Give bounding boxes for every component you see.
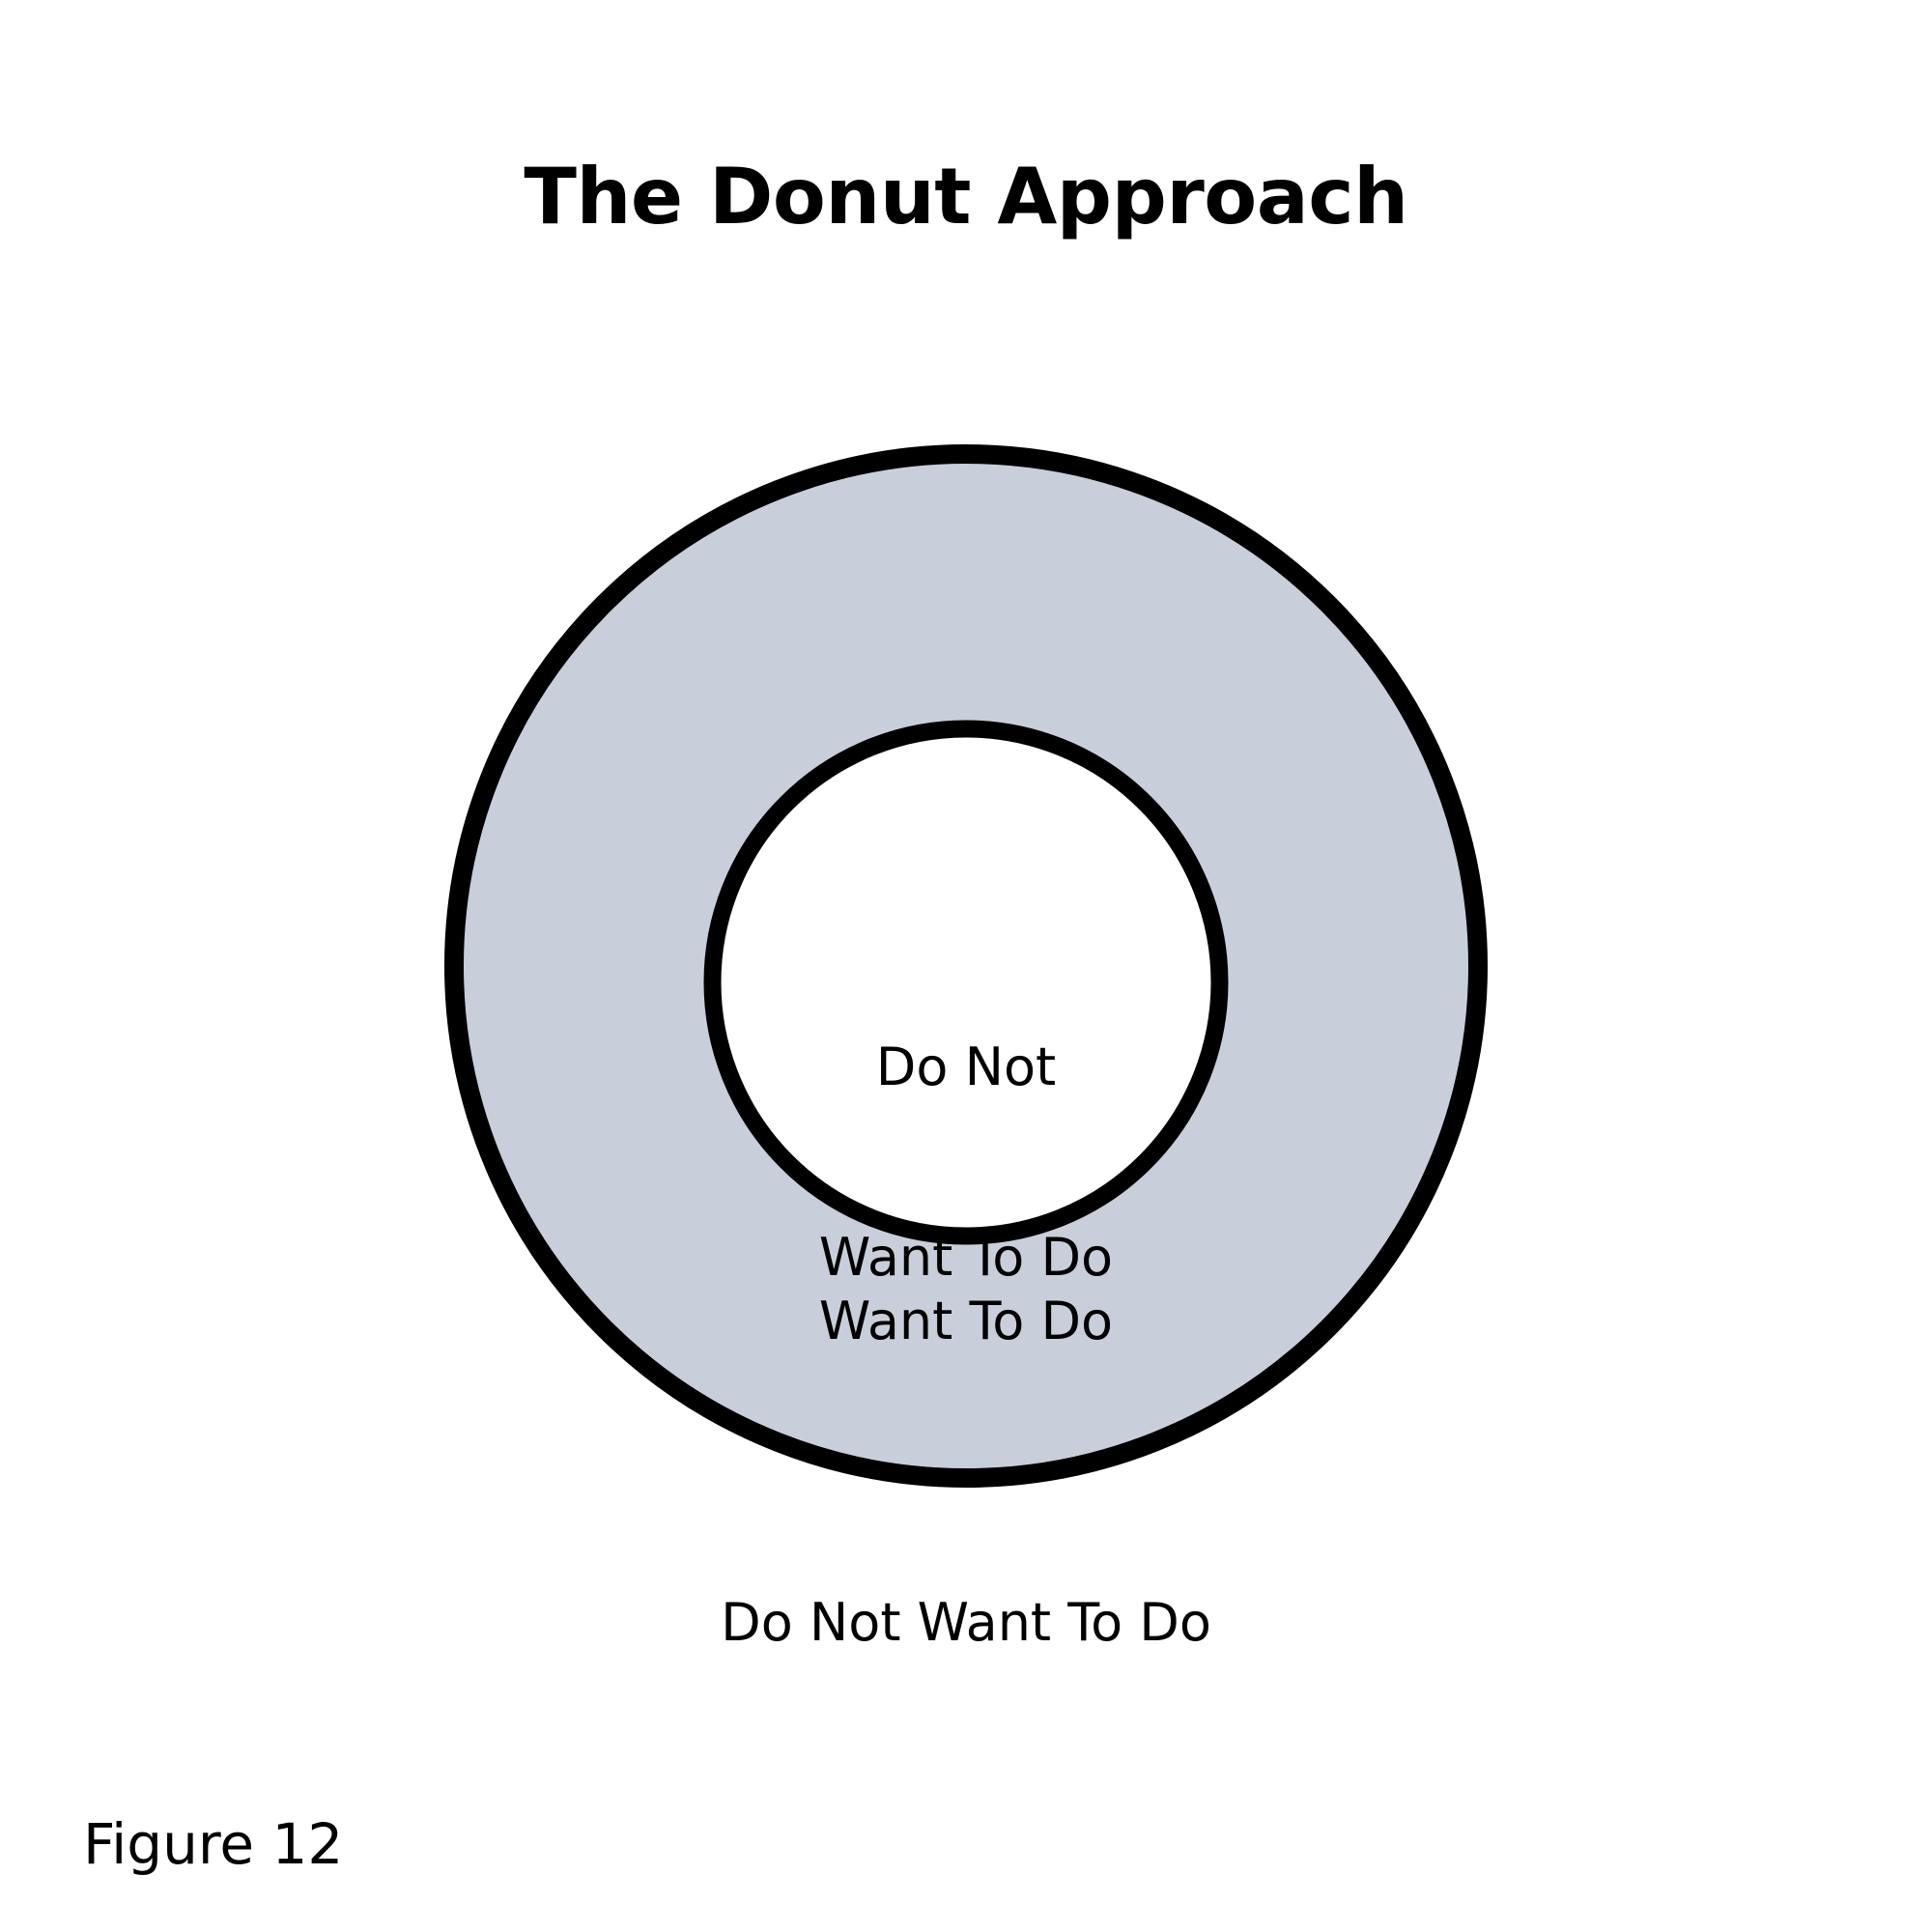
page-title: The Donut Approach [524,152,1408,242]
donut-outside-caption: Do Not Want To Do [721,1592,1211,1653]
ring-label-want-to-do: Want To Do [818,1291,1114,1351]
figure-number-label: Figure 12 [83,1811,344,1877]
inner-circle-do-not-want-to-do[interactable] [703,720,1229,1245]
inner-circle-label-line-2: Want To Do [818,1227,1114,1289]
inner-circle-label: Do Not Want To Do [676,908,1256,1417]
inner-circle-label-line-1: Do Not [875,1036,1057,1097]
